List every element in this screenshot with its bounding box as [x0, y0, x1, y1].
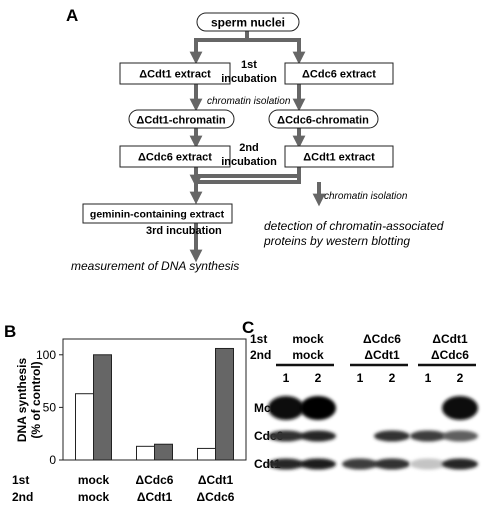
first-incubation-line2: incubation: [221, 73, 277, 85]
third-incubation-label: 3rd incubation: [146, 225, 222, 237]
dcdt1-extract-box: [119, 62, 231, 85]
lane-number: 1: [425, 371, 432, 385]
blot-band: [268, 396, 304, 420]
geminin-extract-box: [82, 203, 233, 224]
blot-band: [342, 458, 378, 470]
blot-row-label-first: 1st: [250, 332, 267, 346]
y-tick-label: 0: [49, 453, 56, 467]
category-second-label: ΔCdc6: [197, 490, 235, 504]
panel-label-c: C: [242, 318, 254, 337]
lane-number: 2: [457, 371, 464, 385]
detection-line1: detection of chromatin-associated: [264, 219, 444, 233]
chromatin-isolation-label-2: chromatin isolation: [324, 191, 408, 202]
category-second-label: ΔCdt1: [137, 490, 173, 504]
blot-band: [442, 458, 478, 470]
detection-line2: proteins by western blotting: [263, 234, 410, 248]
dcdc6-chromatin-label: ΔCdc6-chromatin: [277, 115, 369, 127]
dcdc6-extract-label-2: ΔCdc6 extract: [138, 152, 212, 164]
bar: [215, 347, 234, 461]
bar: [75, 393, 94, 461]
chromatin-isolation-label: chromatin isolation: [207, 96, 291, 107]
lane-number: 2: [389, 371, 396, 385]
dcdc6-extract-box-2: [119, 145, 231, 168]
bar: [197, 447, 216, 461]
y-tick-label: 50: [43, 400, 57, 414]
measurement-label: measurement of DNA synthesis: [71, 259, 239, 273]
blot-band: [268, 430, 304, 442]
blot-group-first: ΔCdc6: [363, 332, 401, 346]
blot-group-second: mock: [292, 348, 324, 362]
flow-arrows: [189, 30, 326, 263]
category-first-label: ΔCdt1: [198, 473, 234, 487]
bar: [154, 443, 173, 461]
category-second-label: mock: [78, 490, 110, 504]
dcdc6-extract-box: [284, 62, 394, 85]
category-first-label: mock: [78, 473, 110, 487]
bar: [93, 354, 112, 461]
dcdc6-chromatin-node: [268, 109, 379, 129]
sperm-nuclei-label: sperm nuclei: [211, 16, 285, 30]
dcdt1-extract-label: ΔCdt1 extract: [139, 69, 211, 81]
row-label-first: 1st: [12, 473, 29, 487]
blot-band: [374, 458, 410, 470]
ylabel-line2: (% of control): [29, 361, 43, 438]
blot-group-first: ΔCdt1: [432, 332, 468, 346]
blot-group-first: mock: [292, 332, 324, 346]
dcdt1-chromatin-node: [128, 109, 235, 129]
blot-band: [374, 430, 410, 442]
lane-number: 1: [357, 371, 364, 385]
blot-band: [300, 458, 336, 470]
geminin-extract-label: geminin-containing extract: [90, 209, 225, 221]
blot-band: [268, 458, 304, 470]
second-incubation-line1: 2nd: [239, 142, 259, 154]
lane-number: 1: [283, 371, 290, 385]
category-first-label: ΔCdc6: [136, 473, 174, 487]
blot-band: [410, 430, 446, 442]
blot-group-second: ΔCdc6: [431, 348, 469, 362]
second-incubation-line2: incubation: [221, 156, 277, 168]
dcdt1-extract-box-2: [284, 145, 394, 168]
panel-label-a: A: [66, 6, 78, 25]
blot-row-label-second: 2nd: [250, 348, 271, 362]
sperm-nuclei-node: [196, 12, 300, 32]
row-label-second: 2nd: [12, 490, 33, 504]
dcdt1-extract-label-2: ΔCdt1 extract: [303, 152, 375, 164]
blot-band: [300, 430, 336, 442]
blot-band: [300, 396, 336, 420]
dcdc6-extract-label: ΔCdc6 extract: [302, 69, 376, 81]
blot-group-second: ΔCdt1: [364, 348, 400, 362]
bar: [136, 445, 155, 461]
first-incubation-line1: 1st: [241, 59, 257, 71]
blot-band: [442, 430, 478, 442]
blot-band: [410, 458, 446, 470]
blot-band: [442, 396, 478, 420]
ylabel-line1: DNA synthesis: [15, 358, 29, 443]
dcdt1-chromatin-label: ΔCdt1-chromatin: [136, 115, 225, 127]
panel-label-b: B: [4, 322, 16, 341]
y-tick-label: 100: [36, 348, 56, 362]
lane-number: 2: [315, 371, 322, 385]
ylabel: DNA synthesis (% of control): [15, 358, 43, 443]
